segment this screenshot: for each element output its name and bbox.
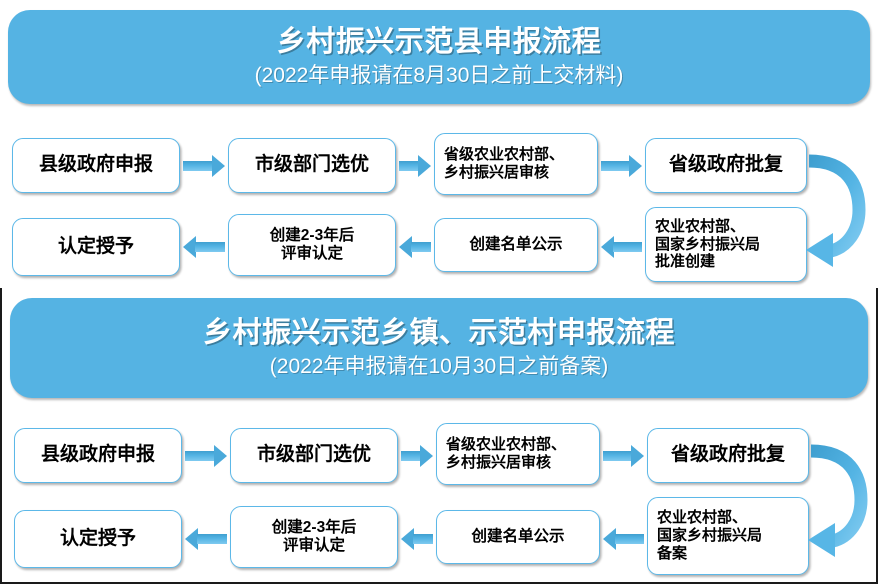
arrow-ministry-to-publicity bbox=[601, 236, 642, 258]
node-province-approve[interactable]: 省级政府批复 bbox=[647, 428, 809, 483]
node-review-after-years[interactable]: 创建2-3年后 评审认定 bbox=[230, 506, 398, 568]
arrow-review-to-certify bbox=[185, 528, 227, 550]
arrow-review-to-approve bbox=[601, 155, 642, 177]
node-city-select[interactable]: 市级部门选优 bbox=[230, 428, 398, 483]
node-ministry-approve-build[interactable]: 农业农村部、 国家乡村振兴局 批准创建 bbox=[645, 207, 807, 282]
arrow-county-to-city bbox=[183, 155, 225, 177]
arrow-city-to-province-review bbox=[399, 155, 431, 177]
node-province-review[interactable]: 省级农业农村部、 乡村振兴居审核 bbox=[436, 423, 600, 485]
arrow-review-to-approve bbox=[603, 445, 644, 467]
arrow-city-to-province-review bbox=[401, 445, 433, 467]
loop-arrow-approve-to-ministry bbox=[805, 444, 875, 557]
node-county-apply[interactable]: 县级政府申报 bbox=[14, 428, 182, 483]
section-town-village-process: 乡村振兴示范乡镇、示范村申报流程 (2022年申报请在10月30日之前备案) 县… bbox=[0, 288, 878, 584]
banner-subtitle: (2022年申报请在10月30日之前备案) bbox=[269, 354, 609, 378]
node-list-publicity[interactable]: 创建名单公示 bbox=[434, 218, 598, 272]
arrow-county-to-city bbox=[185, 445, 227, 467]
node-certify-award[interactable]: 认定授予 bbox=[14, 510, 182, 568]
node-review-after-years[interactable]: 创建2-3年后 评审认定 bbox=[228, 214, 396, 276]
node-ministry-record[interactable]: 农业农村部、 国家乡村振兴局 备案 bbox=[647, 497, 809, 575]
banner-title: 乡村振兴示范乡镇、示范村申报流程 bbox=[202, 317, 675, 350]
section-banner-town-village: 乡村振兴示范乡镇、示范村申报流程 (2022年申报请在10月30日之前备案) bbox=[10, 298, 868, 398]
node-city-select[interactable]: 市级部门选优 bbox=[228, 138, 396, 193]
arrow-ministry-to-publicity bbox=[603, 528, 644, 550]
node-province-approve[interactable]: 省级政府批复 bbox=[645, 138, 807, 193]
node-list-publicity[interactable]: 创建名单公示 bbox=[436, 510, 600, 564]
arrow-review-to-certify bbox=[183, 236, 225, 258]
node-county-apply[interactable]: 县级政府申报 bbox=[12, 138, 180, 193]
node-province-review[interactable]: 省级农业农村部、 乡村振兴居审核 bbox=[434, 133, 598, 195]
loop-arrow-approve-to-ministry bbox=[803, 154, 873, 267]
node-certify-award[interactable]: 认定授予 bbox=[12, 218, 180, 276]
section-county-process: 乡村振兴示范县申报流程 (2022年申报请在8月30日之前上交材料) 县级政府申… bbox=[0, 0, 878, 288]
banner-title: 乡村振兴示范县申报流程 bbox=[276, 26, 602, 59]
arrow-publicity-to-review bbox=[401, 528, 433, 550]
banner-subtitle: (2022年申报请在8月30日之前上交材料) bbox=[254, 63, 624, 87]
arrow-publicity-to-review bbox=[399, 236, 431, 258]
section-banner-county: 乡村振兴示范县申报流程 (2022年申报请在8月30日之前上交材料) bbox=[8, 10, 870, 104]
